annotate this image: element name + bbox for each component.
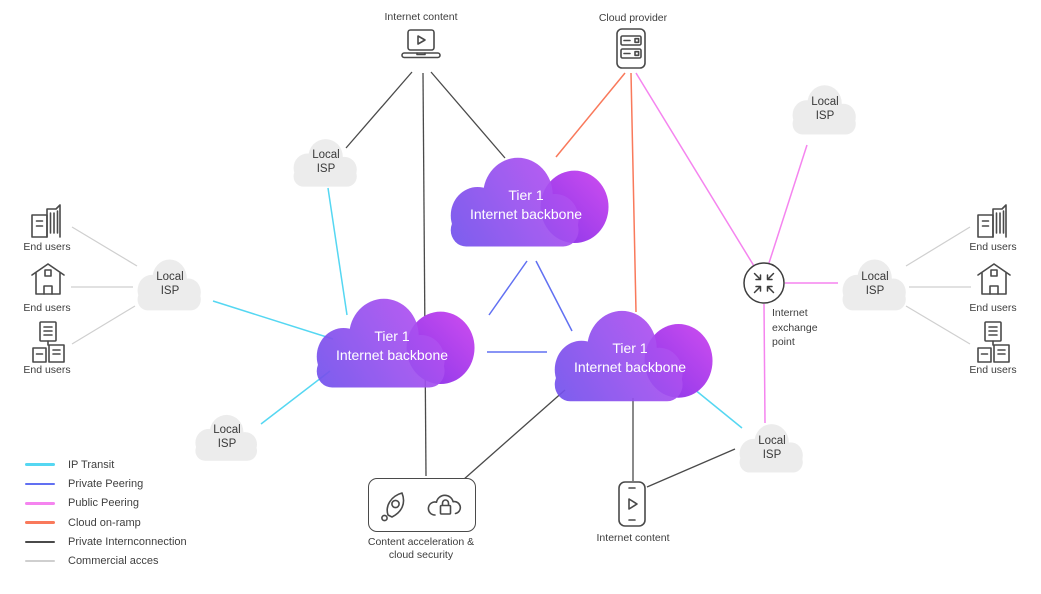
edge-public-peering [635,72,755,267]
tier1-title: Tier 1 [508,187,544,203]
end-users-label: End users [969,241,1017,253]
cloud-onramp-swatch [25,521,55,524]
edge-ip-transit [327,187,348,316]
cloud-security-icon [427,494,461,516]
internet-content-top-label: Internet content [384,11,458,23]
branch-buildings-icon [977,321,1010,363]
tier1-subtitle: Internet backbone [573,359,687,375]
office-building-icon [977,204,1007,238]
legend-item: Private Peering [25,474,187,493]
edge-private-peering [535,260,573,332]
legend-item: Cloud on-ramp [25,513,187,532]
tier1-title: Tier 1 [612,340,648,356]
edge-private-interconnection [462,389,566,481]
tier1-backbone-top: Tier 1 Internet backbone [437,150,615,262]
edge-public-peering [763,303,766,424]
edge-ip-transit [260,370,331,425]
tier1-backbone-left: Tier 1 Internet backbone [303,291,481,403]
end-users-label: End users [969,302,1017,314]
local-isp-top-right: Local ISP [786,80,864,138]
legend-label: Commercial acces [68,555,159,568]
legend-item: Public Peering [25,494,187,513]
local-isp-bottom-left: Local ISP [189,410,265,464]
legend-label: Cloud on-ramp [68,516,141,529]
tier1-title: Tier 1 [374,328,410,344]
legend-label: IP Transit [68,458,115,471]
edge-cloud-onramp [555,72,626,158]
house-icon [31,263,65,295]
local-isp-label: Local ISP [312,149,340,175]
internet-exchange-point-label: Internet exchange point [772,307,818,348]
commercial-access-swatch [25,559,55,563]
edge-ip-transit [212,300,334,340]
local-isp-bottom-right: Local ISP [733,419,811,476]
server-icon [616,28,646,69]
phone-play-icon [618,481,646,527]
edge-private-interconnection [646,448,736,488]
end-users-label: End users [969,364,1017,376]
local-isp-right: Local ISP [836,254,914,314]
legend-item: Private Internconnection [25,532,187,551]
laptop-play-icon [401,29,441,59]
house-icon [977,263,1011,295]
branch-buildings-icon [32,321,65,363]
tier1-subtitle: Internet backbone [335,347,449,363]
office-building-icon [31,204,61,238]
content-acceleration-label: Content acceleration & cloud security [367,536,475,561]
edge-commercial-access [71,226,138,267]
legend-label: Private Peering [68,477,144,490]
edge-commercial-access [71,305,136,345]
local-isp-upper-mid: Local ISP [287,134,365,190]
edge-commercial-access [905,226,971,267]
edge-private-interconnection [422,72,427,477]
local-isp-label: Local ISP [213,424,241,450]
legend-label: Public Peering [68,497,139,510]
end-users-label: End users [23,241,71,253]
edge-private-interconnection [430,71,506,159]
public-peering-swatch [25,501,55,505]
edge-commercial-access [905,305,971,345]
tier1-backbone-right: Tier 1 Internet backbone [541,303,719,417]
end-users-label: End users [23,302,71,314]
local-isp-left: Local ISP [131,254,209,314]
end-users-label: End users [23,364,71,376]
local-isp-label: Local ISP [811,96,839,122]
internet-exchange-point-icon [743,262,785,304]
local-isp-label: Local ISP [861,271,889,297]
content-acceleration-box [368,478,476,532]
internet-content-bottom-label: Internet content [596,532,670,544]
tier1-subtitle: Internet backbone [469,206,583,222]
local-isp-label: Local ISP [156,271,184,297]
local-isp-label: Local ISP [758,434,786,461]
rocket-icon [381,492,405,522]
private-peering-swatch [25,482,55,486]
edge-ip-transit [693,388,743,429]
edge-private-peering [488,260,528,316]
private-interconnection-swatch [25,540,55,544]
cloud-provider-label: Cloud provider [598,12,668,24]
legend-label: Private Internconnection [68,535,187,548]
ip-transit-swatch [25,463,55,466]
legend-item: IP Transit [25,455,187,474]
legend-item: Commercial acces [25,551,187,570]
legend: IP Transit Private Peering Public Peerin… [25,455,187,571]
edge-cloud-onramp [630,72,637,313]
edge-private-interconnection [345,71,413,149]
edge-public-peering [768,144,808,264]
